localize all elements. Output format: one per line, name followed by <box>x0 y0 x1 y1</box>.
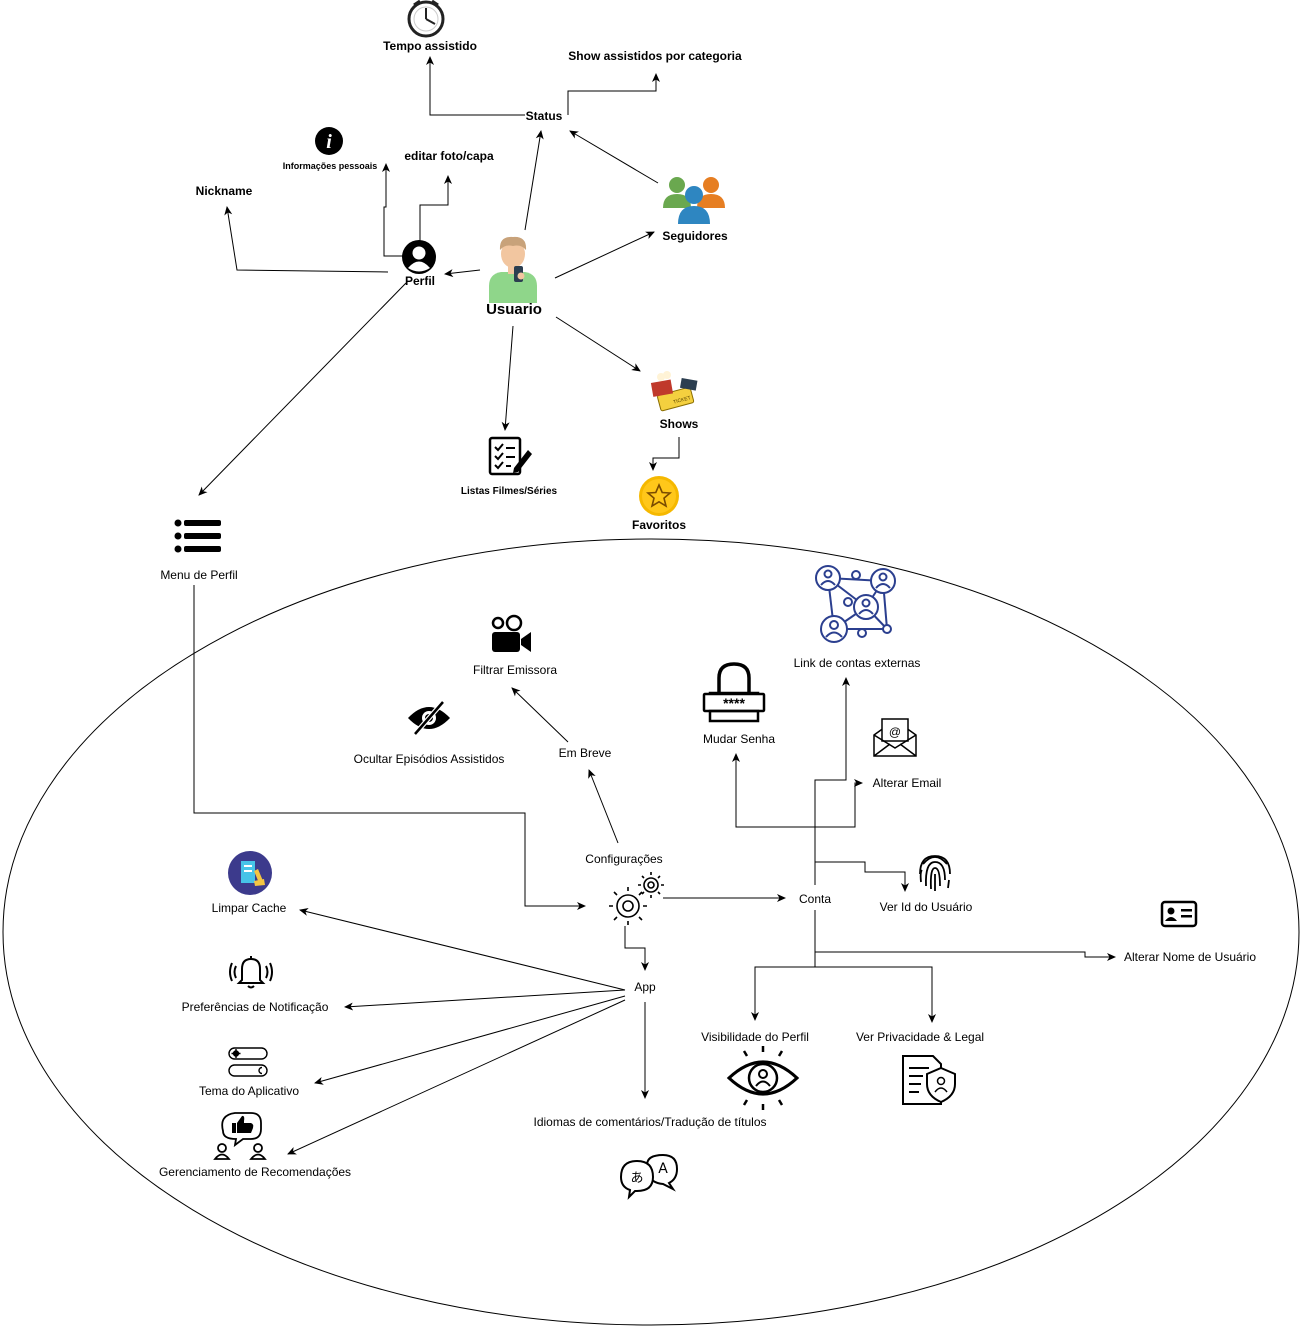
checklist-icon <box>488 436 532 476</box>
edge-usuario-listas <box>501 325 514 431</box>
star-badge-icon <box>639 476 679 516</box>
edge-conta-email <box>815 779 863 828</box>
node-status[interactable]: Status <box>525 109 563 123</box>
eye-user-icon <box>726 1046 800 1110</box>
edge-perfil-menu <box>198 282 407 496</box>
edge-embreve-filtrar <box>511 687 569 743</box>
node-shows[interactable]: Shows <box>659 417 699 431</box>
svg-text:i: i <box>326 131 332 153</box>
node-seguidores[interactable]: Seguidores <box>662 229 728 243</box>
edge-app-recomendacoes <box>287 999 626 1155</box>
id-card-icon <box>1160 900 1198 928</box>
svg-text:TICKET: TICKET <box>673 395 692 405</box>
edges-lower <box>193 585 1116 1155</box>
edge-conta-nome <box>814 910 1116 961</box>
edge-usuario-status <box>524 130 544 231</box>
edge-seguidores-status <box>569 130 659 184</box>
node-alterar-email[interactable]: Alterar Email <box>872 776 942 790</box>
list-menu-icon <box>174 519 221 553</box>
node-tempo-assistido[interactable]: Tempo assistido <box>383 39 477 53</box>
user-circle-icon <box>402 240 436 274</box>
group-icon <box>663 177 725 224</box>
info-icon: i <box>315 127 343 155</box>
clock-icon <box>407 0 445 38</box>
edge-conta-link <box>814 677 850 885</box>
node-conta[interactable]: Conta <box>798 892 832 906</box>
edge-usuario-shows <box>555 316 641 372</box>
email-envelope-icon: @ <box>873 718 917 757</box>
edge-usuario-seguidores <box>554 231 655 279</box>
popcorn-tickets-icon: TICKET <box>650 371 698 412</box>
edge-conta-visibilidade <box>751 952 816 1021</box>
person-with-phone-icon <box>489 236 537 303</box>
node-ver-id[interactable]: Ver Id do Usuário <box>879 900 973 914</box>
node-alterar-nome[interactable]: Alterar Nome de Usuário <box>1123 950 1257 964</box>
edge-app-notificacao <box>344 989 626 1011</box>
svg-text:あ: あ <box>630 1171 643 1186</box>
node-usuario[interactable]: Usuario <box>486 301 542 318</box>
node-tema[interactable]: Tema do Aplicativo <box>198 1084 300 1098</box>
video-camera-icon <box>491 614 531 652</box>
edges-upper <box>198 56 680 496</box>
node-ocultar-episodios[interactable]: Ocultar Episódios Assistidos <box>353 752 505 766</box>
translate-icon: A あ <box>619 1153 679 1200</box>
node-privacidade[interactable]: Ver Privacidade & Legal <box>855 1030 985 1044</box>
eye-slash-icon <box>408 700 450 736</box>
svg-text:A: A <box>658 1161 668 1177</box>
network-users-icon <box>815 565 896 643</box>
svg-text:****: **** <box>723 695 745 711</box>
edge-perfil-info <box>382 163 410 257</box>
clean-cache-icon <box>228 851 272 895</box>
gears-icon <box>609 872 664 925</box>
node-mudar-senha[interactable]: Mudar Senha <box>702 732 776 746</box>
node-favoritos[interactable]: Favoritos <box>631 518 687 532</box>
password-lock-icon: **** <box>702 662 766 723</box>
node-em-breve[interactable]: Em Breve <box>558 746 612 760</box>
edge-conta-verid <box>815 861 909 892</box>
node-nickname[interactable]: Nickname <box>195 184 253 198</box>
edge-conta-senha <box>732 753 815 828</box>
privacy-document-icon <box>902 1055 956 1105</box>
node-limpar-cache[interactable]: Limpar Cache <box>211 901 287 915</box>
node-visibilidade[interactable]: Visibilidade do Perfil <box>701 1030 809 1044</box>
node-listas[interactable]: Listas Filmes/Séries <box>460 486 558 497</box>
edge-status-tempo <box>426 56 525 116</box>
bell-icon <box>229 956 273 989</box>
edge-shows-favoritos <box>649 437 680 471</box>
edge-configuracoes-embreve <box>588 769 619 844</box>
node-configuracoes[interactable]: Configurações <box>585 852 663 866</box>
node-recomendacoes[interactable]: Gerenciamento de Recomendações <box>158 1165 352 1179</box>
fingerprint-icon <box>919 855 951 891</box>
node-show-categoria[interactable]: Show assistidos por categoria <box>568 49 742 63</box>
node-filtrar-emissora[interactable]: Filtrar Emissora <box>472 663 558 677</box>
node-idiomas[interactable]: Idiomas de comentários/Tradução de títul… <box>533 1115 767 1129</box>
node-info-pessoais[interactable]: Informações pessoais <box>282 161 378 171</box>
svg-text:@: @ <box>889 725 901 739</box>
node-menu-perfil[interactable]: Menu de Perfil <box>160 568 238 582</box>
edge-app-tema <box>314 995 626 1085</box>
recommendation-thumbs-icon <box>213 1112 267 1160</box>
node-notificacao[interactable]: Preferências de Notificação <box>181 1000 329 1014</box>
node-app[interactable]: App <box>634 980 656 994</box>
node-editar-foto[interactable]: editar foto/capa <box>404 149 494 163</box>
edge-conta-privacidade <box>815 966 936 1023</box>
edge-usuario-perfil <box>444 269 481 278</box>
edge-perfil-nickname <box>224 206 389 273</box>
settings-ellipse <box>2 538 1300 1326</box>
node-link-contas[interactable]: Link de contas externas <box>793 656 921 670</box>
node-perfil[interactable]: Perfil <box>404 274 436 288</box>
edge-status-categoria <box>567 73 660 115</box>
theme-toggle-icon <box>228 1047 268 1077</box>
edge-gears-app <box>624 926 649 971</box>
edge-menu-configuracoes <box>193 585 586 910</box>
edge-app-cache <box>299 908 626 991</box>
edge-perfil-editar <box>419 175 452 244</box>
